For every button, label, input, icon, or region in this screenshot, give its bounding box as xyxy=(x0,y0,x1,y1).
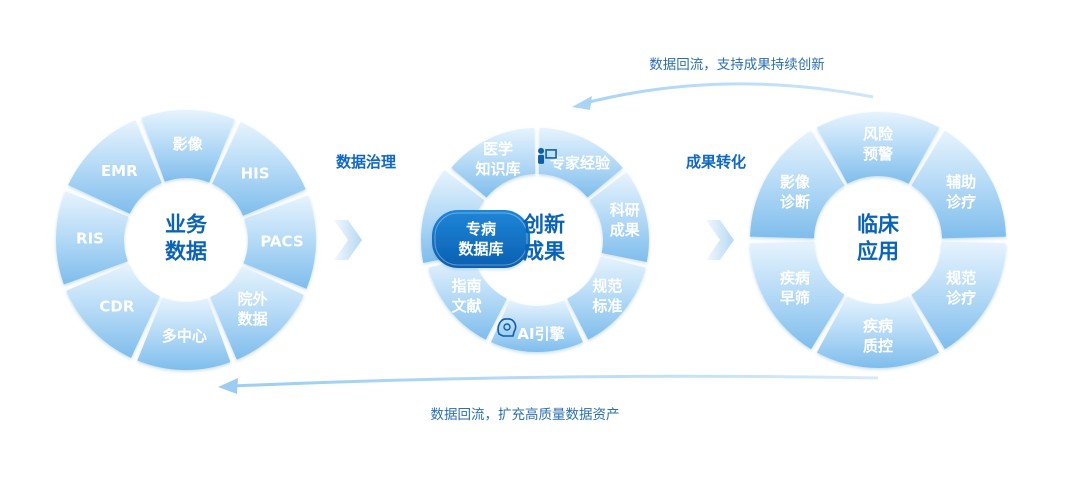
segment-clinical-1: 辅助诊疗 xyxy=(911,130,1006,239)
governance-label: 数据治理 xyxy=(336,153,396,171)
wheel-center-innovation: 创新成果 xyxy=(522,213,565,264)
segment-clinical-5-label-line: 影像 xyxy=(780,173,811,191)
segment-clinical-0: 风险预警 xyxy=(816,112,940,184)
segment-innovation-5: 专病数据库 xyxy=(421,170,530,268)
segment-innovation-3: AI引擎 xyxy=(491,300,583,352)
segment-business-6-label-line: RIS xyxy=(76,229,104,247)
segment-clinical-4: 疾病早筛 xyxy=(750,241,845,350)
highlight-label-line: 专病 xyxy=(466,220,496,238)
segment-business-4-label: 多中心 xyxy=(162,327,207,345)
highlight-label: 专病数据库 xyxy=(458,220,503,258)
highlight-label-line: 数据库 xyxy=(458,240,503,258)
segment-innovation-4-label: 指南文献 xyxy=(452,277,482,315)
segment-business-1: HIS xyxy=(212,122,306,216)
wheel-center-clinical: 临床应用 xyxy=(857,213,899,264)
top-flow-arrow xyxy=(572,82,874,110)
segment-business-3-label: 院外数据 xyxy=(238,290,268,328)
wheel-center-clinical-line: 应用 xyxy=(857,240,899,264)
segment-clinical-0-label-line: 预警 xyxy=(863,145,893,163)
bottom-flow-label: 数据回流，扩充高质量数据资产 xyxy=(431,406,620,423)
segment-clinical-2-label-line: 诊疗 xyxy=(946,289,976,307)
segment-innovation-1-label-line: 成果 xyxy=(610,221,641,239)
segment-business-7: EMR xyxy=(68,120,162,214)
segment-business-7-label: EMR xyxy=(101,162,138,180)
segment-innovation-3-label-line: AI引擎 xyxy=(517,325,564,343)
segment-innovation-2-label-line: 标准 xyxy=(591,297,622,315)
segment-clinical-3-label-line: 质控 xyxy=(863,337,893,355)
segment-innovation-1-label-line: 科研 xyxy=(610,201,640,219)
segment-clinical-2-label: 规范诊疗 xyxy=(946,269,976,307)
expert-icon xyxy=(538,147,557,164)
segment-innovation-4: 指南文献 xyxy=(428,256,507,340)
segment-innovation-1-label: 科研成果 xyxy=(610,201,641,239)
segment-business-1-label: HIS xyxy=(241,164,270,182)
segment-clinical-3-label: 疾病质控 xyxy=(863,317,893,355)
segment-innovation-0-label: 专家经验 xyxy=(550,154,611,172)
top-flow-label: 数据回流，支持成果持续创新 xyxy=(649,57,825,73)
segment-business-3-label-line: 数据 xyxy=(238,310,268,328)
segment-business-0-label-line: 影像 xyxy=(173,135,204,153)
segment-innovation-6: 医学知识库 xyxy=(451,128,536,198)
segment-business-4-label-line: 多中心 xyxy=(162,327,207,345)
segment-clinical-2: 规范诊疗 xyxy=(911,241,1006,350)
segment-business-2-label: PACS xyxy=(260,233,303,251)
segment-innovation-2: 规范标准 xyxy=(567,256,646,340)
segment-clinical-5-label-line: 诊断 xyxy=(780,193,810,211)
segment-business-6-label: RIS xyxy=(76,229,104,247)
segment-business-2-label-line: PACS xyxy=(260,233,303,251)
segment-clinical-0-label-line: 风险 xyxy=(863,125,894,143)
segment-innovation-2-label-line: 规范 xyxy=(592,277,622,295)
segment-innovation-0-label-line: 专家经验 xyxy=(550,154,611,172)
wheel-center-business-line: 数据 xyxy=(165,240,207,264)
wheel-center-innovation-line: 成果 xyxy=(523,240,565,264)
segment-business-5-label: CDR xyxy=(99,298,134,316)
segment-clinical-5: 影像诊断 xyxy=(750,130,845,239)
segment-business-6: RIS xyxy=(55,191,129,285)
segment-clinical-2-label-line: 规范 xyxy=(946,269,976,287)
segment-innovation-6-label-line: 知识库 xyxy=(475,160,520,178)
segment-clinical-3: 疾病质控 xyxy=(816,296,940,368)
segment-clinical-1-label: 辅助诊疗 xyxy=(946,173,976,211)
ai-brain-icon xyxy=(497,318,517,337)
segment-clinical-4-label-line: 早筛 xyxy=(780,289,810,307)
segment-business-3-label-line: 院外 xyxy=(238,290,268,308)
segment-clinical-4-label-line: 疾病 xyxy=(780,269,810,287)
segment-clinical-5-label: 影像诊断 xyxy=(780,173,811,211)
segment-clinical-3-label-line: 疾病 xyxy=(863,317,893,335)
bottom-flow-arrow xyxy=(218,374,879,394)
segment-business-3: 院外数据 xyxy=(210,266,304,360)
segment-innovation-1: 科研成果 xyxy=(589,172,650,263)
wheel-center-business: 业务数据 xyxy=(165,213,208,264)
chevron-right-icon xyxy=(334,220,362,260)
segment-business-4: 多中心 xyxy=(137,297,231,370)
transform-label: 成果转化 xyxy=(686,153,746,171)
segment-business-1-label-line: HIS xyxy=(241,164,270,182)
segment-innovation-0: 专家经验 xyxy=(538,128,623,198)
wheel-center-business-line: 业务 xyxy=(165,213,208,237)
segment-clinical-1-label-line: 诊疗 xyxy=(946,193,976,211)
wheel-center-clinical-line: 临床 xyxy=(857,213,899,237)
segment-business-0: 影像 xyxy=(141,110,235,183)
chevron-right-icon xyxy=(706,220,734,260)
segment-innovation-2-label: 规范标准 xyxy=(591,277,622,315)
segment-business-5-label-line: CDR xyxy=(99,298,134,316)
wheel-center-innovation-line: 创新 xyxy=(522,213,565,237)
highlight-pill xyxy=(432,210,530,268)
segment-innovation-3-label: AI引擎 xyxy=(517,325,564,343)
segment-innovation-6-label-line: 医学 xyxy=(483,140,513,158)
segment-clinical-4-label: 疾病早筛 xyxy=(780,269,810,307)
segment-innovation-4-label-line: 指南 xyxy=(452,277,482,295)
segment-business-7-label-line: EMR xyxy=(101,162,138,180)
segment-business-5: CDR xyxy=(66,264,160,358)
segment-innovation-6-label: 医学知识库 xyxy=(475,140,520,178)
segment-innovation-4-label-line: 文献 xyxy=(452,297,482,315)
segment-business-2: PACS xyxy=(243,195,316,289)
segment-business-0-label: 影像 xyxy=(173,135,204,153)
segment-clinical-0-label: 风险预警 xyxy=(863,125,894,163)
segment-clinical-1-label-line: 辅助 xyxy=(946,173,976,191)
